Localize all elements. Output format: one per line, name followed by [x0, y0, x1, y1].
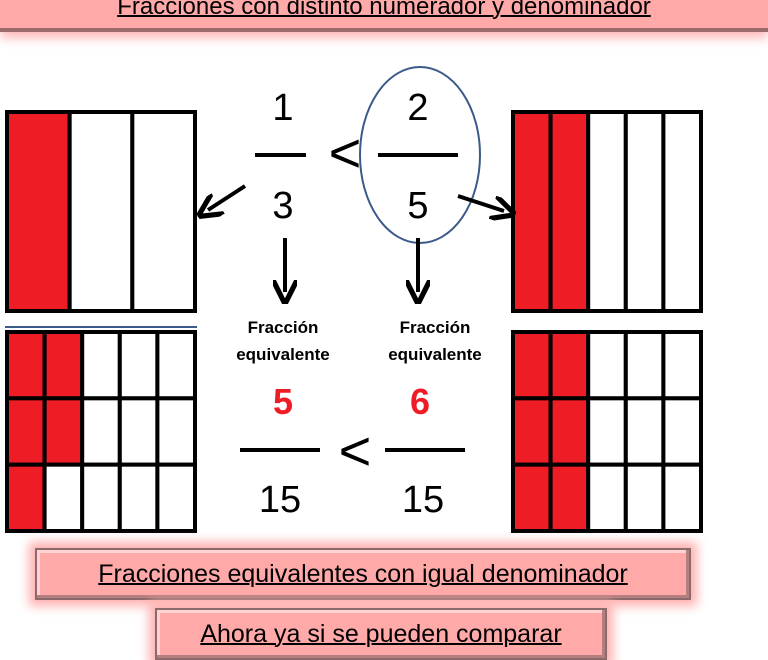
empty-cell — [661, 110, 704, 313]
compare-banner: Ahora ya si se pueden comparar — [155, 608, 607, 660]
model-top-right — [511, 110, 704, 313]
shaded-cell — [511, 462, 553, 533]
empty-cell — [155, 330, 197, 401]
empty-cell — [586, 110, 628, 313]
shaded-cell — [548, 330, 591, 401]
shaded-cell — [548, 462, 591, 533]
empty-cell — [117, 462, 160, 533]
empty-cell — [42, 462, 85, 533]
empty-cell — [623, 330, 666, 401]
equiv-b-denominator: 15 — [402, 479, 444, 521]
empty-cell — [155, 462, 197, 533]
less-than-sign: < — [339, 419, 372, 482]
fraction-b-denominator: 5 — [407, 185, 428, 227]
empty-cell — [80, 462, 122, 533]
shaded-cell — [42, 396, 85, 467]
arrow-right-icon — [457, 194, 504, 211]
fraction-a-denominator: 3 — [272, 185, 293, 227]
fraction-b-numerator: 2 — [407, 87, 428, 129]
compare-banner-text: Ahora ya si se pueden comparar — [200, 620, 562, 648]
empty-cell — [67, 110, 135, 313]
shaded-cell — [5, 110, 72, 313]
shaded-cell — [548, 396, 591, 467]
shaded-cell — [548, 110, 591, 313]
shaded-cell — [511, 330, 553, 401]
equivalent-label-b-line2: equivalente — [388, 345, 482, 364]
empty-cell — [586, 330, 628, 401]
shaded-cell — [511, 110, 553, 313]
empty-cell — [117, 330, 160, 401]
empty-cell — [661, 462, 704, 533]
shaded-cell — [42, 330, 85, 401]
empty-cell — [117, 396, 160, 467]
shaded-cell — [511, 396, 553, 467]
fraction-diagram: 1 3 < 2 5 Fracción equivalente Fracción … — [5, 66, 704, 533]
shaded-cell — [5, 462, 47, 533]
empty-cell — [80, 330, 122, 401]
model-bottom-left — [5, 330, 197, 533]
model-bottom-right — [511, 330, 704, 533]
equiv-a-numerator: 5 — [273, 381, 293, 422]
title-text: Fracciones con distinto numerador y deno… — [117, 0, 651, 20]
equiv-a-denominator: 15 — [259, 479, 301, 521]
empty-cell — [130, 110, 197, 313]
model-top-left — [5, 110, 197, 313]
equivalent-label-a-line1: Fracción — [248, 318, 319, 337]
equivalent-banner-text: Fracciones equivalentes con igual denomi… — [98, 560, 628, 588]
arrow-left-icon — [208, 184, 247, 210]
shaded-cell — [5, 396, 47, 467]
shaded-cell — [5, 330, 47, 401]
equiv-b-numerator: 6 — [410, 381, 430, 422]
empty-cell — [586, 396, 628, 467]
empty-cell — [155, 396, 197, 467]
equivalent-label-a-line2: equivalente — [236, 345, 330, 364]
less-than-sign: < — [329, 121, 362, 184]
equivalent-banner: Fracciones equivalentes con igual denomi… — [35, 548, 691, 600]
empty-cell — [623, 110, 666, 313]
fraction-a-numerator: 1 — [272, 87, 293, 129]
empty-cell — [586, 462, 628, 533]
empty-cell — [661, 396, 704, 467]
title-banner: Fracciones con distinto numerador y deno… — [0, 0, 768, 28]
empty-cell — [80, 396, 122, 467]
empty-cell — [661, 330, 704, 401]
equivalent-label-b-line1: Fracción — [400, 318, 471, 337]
empty-cell — [623, 396, 666, 467]
empty-cell — [623, 462, 666, 533]
